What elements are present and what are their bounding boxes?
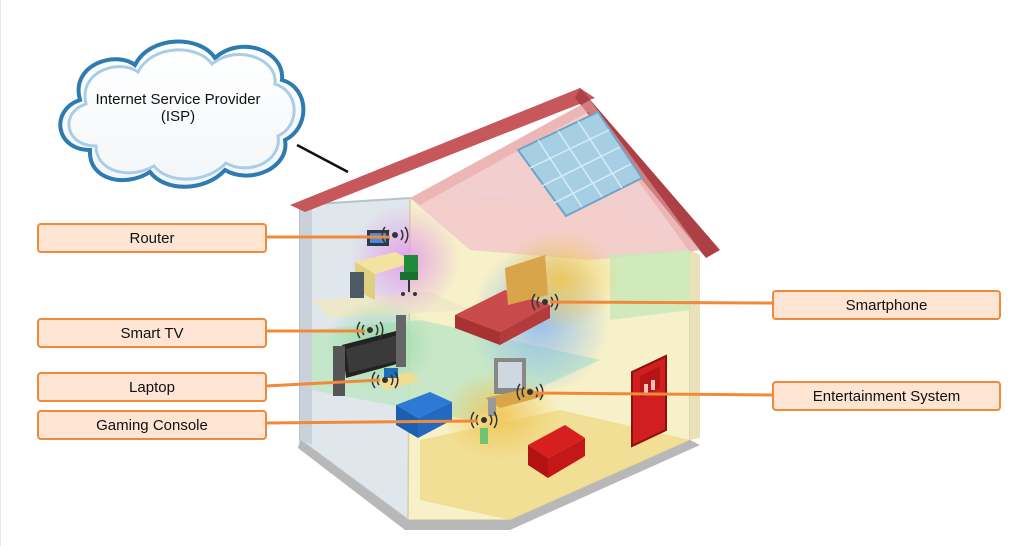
callout-laptop-label: Laptop — [129, 378, 175, 396]
solar-panel — [516, 110, 644, 218]
callout-smartphone-label: Smartphone — [845, 296, 928, 314]
left-border — [0, 0, 1, 546]
connector-entertainment — [534, 391, 773, 397]
callout-smart-tv-label: Smart TV — [120, 324, 184, 342]
callout-entertainment-system-label: Entertainment System — [812, 387, 961, 405]
isp-cloud — [58, 39, 306, 189]
front-door — [631, 354, 667, 448]
isp-label-line2: (ISP) — [160, 108, 196, 125]
wifi-signal-icon-router — [381, 226, 409, 244]
isp-cloud-label: Internet Service Provider (ISP) — [78, 91, 278, 125]
callout-gaming-console: Gaming Console — [37, 410, 267, 440]
red-armchair — [528, 425, 585, 478]
callout-laptop: Laptop — [37, 372, 267, 402]
connector-gaming-console — [265, 419, 479, 425]
callout-router-label: Router — [129, 229, 175, 247]
callout-connectors — [265, 235, 773, 425]
connector-smartphone — [549, 300, 773, 305]
callout-smartphone: Smartphone — [772, 290, 1001, 320]
callout-smart-tv: Smart TV — [37, 318, 267, 348]
bed — [455, 255, 550, 345]
isp-connection-line — [296, 143, 349, 174]
callout-entertainment-system: Entertainment System — [772, 381, 1001, 411]
callout-gaming-console-label: Gaming Console — [96, 416, 208, 434]
game-console — [480, 428, 488, 444]
office-chair — [400, 255, 418, 296]
connector-laptop — [265, 378, 381, 388]
isp-label-line1: Internet Service Provider — [95, 91, 261, 108]
callout-router: Router — [37, 223, 267, 253]
